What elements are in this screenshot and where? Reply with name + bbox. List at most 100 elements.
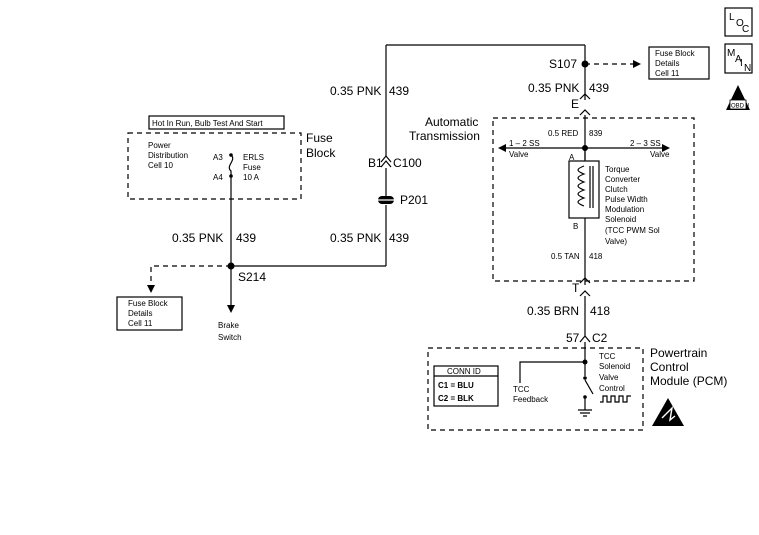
conn-id-c2: C2 = BLK [438,394,474,403]
splice-s214-label: S214 [238,270,266,284]
connector-c2-label: C2 [592,331,608,345]
fuse-details-left-arrow-icon [147,285,155,293]
wire-tcc-feedback [519,361,585,383]
wire-fuse-out-gauge: 0.35 PNK [172,231,223,245]
wire-brn-gauge: 0.35 BRN [527,304,579,318]
main-letter-n: N [744,63,751,74]
pcm: Powertrain Control Module (PCM) CONN ID … [427,342,727,431]
feedback-label-1: TCC [513,385,530,394]
connector-t-icon[interactable] [579,277,591,297]
wire-top-right-circuit: 439 [589,81,609,95]
connector-t-label: T [572,281,580,295]
loc-letter-o: O [736,18,744,29]
wire-mid-circuit: 439 [389,231,409,245]
fuse-block-title-1: Fuse [306,131,333,145]
pdc-line-3: Cell 10 [148,161,173,170]
brake-label-2: Switch [218,333,242,342]
fuse-details-left-3: Cell 11 [128,319,153,328]
ss23-label-2: Valve [650,150,670,159]
control-label-3: Valve [599,373,619,382]
transmission-outline [492,117,695,282]
tcc-label-3: Clutch [605,185,628,194]
pdc-line-1: Power [148,141,171,150]
ss12-label-2: Valve [509,150,529,159]
wire-brn-circuit: 418 [590,304,610,318]
connector-c2-pin: 57 [566,331,580,345]
fuse-details-right-3: Cell 11 [655,69,680,78]
fuse-details-left-1: Fuse Block [128,299,169,308]
wire-red-gauge: 0.5 RED [548,129,578,138]
obd-ii-label: OBD II [731,104,749,110]
fuse-word: Fuse [243,163,261,172]
fuse-block: Hot In Run, Bulb Test And Start Fuse Blo… [127,115,336,200]
control-label-2: Solenoid [599,362,630,371]
control-label-1: TCC [599,352,616,361]
brake-label-1: Brake [218,321,239,330]
ss23-arrow-icon [662,144,670,152]
main-legend-icon[interactable]: M A I N [724,43,753,74]
conn-id-table: CONN ID C1 = BLU C2 = BLK [433,365,499,407]
tcc-label-7: (TCC PWM Sol [605,226,660,235]
fuse-details-left-2: Details [128,309,152,318]
conn-id-header: CONN ID [447,367,481,376]
pdc-line-2: Distribution [148,151,188,160]
tcc-solenoid-box[interactable] [568,160,600,219]
fuse-icon [228,154,234,176]
fuse-block-title-2: Block [306,146,336,160]
tcc-label-6: Solenoid [605,215,636,224]
pwm-signal-icon [600,395,631,403]
connector-c100-label: C100 [393,156,422,170]
ground-icon [578,409,592,417]
tcc-label-2: Converter [605,175,640,184]
connector-p201-label: P201 [400,193,428,207]
loc-legend-icon[interactable]: L O C [724,7,753,37]
wire-s214-to-fuse-details[interactable] [150,265,231,285]
fuse-name: ERLS [243,153,264,162]
splice-s107-label: S107 [549,57,577,71]
fuse-details-right-box[interactable] [648,46,710,80]
pcm-outline [427,347,644,431]
wire-top-right-gauge: 0.35 PNK [528,81,579,95]
wire-top-left-gauge: 0.35 PNK [330,84,381,98]
fuse-details-left-box[interactable] [116,296,183,331]
fuse-block-outline [127,132,302,200]
fuse-details-right-2: Details [655,59,679,68]
wire-fuse-out-circuit: 439 [236,231,256,245]
pcm-title-3: Module (PCM) [650,374,727,388]
wire-tan-circuit: 418 [589,252,603,261]
switch-contact-top [583,376,587,380]
main-letter-a: A [735,54,742,65]
main-letter-i: I [740,58,743,69]
transmission-title-1: Automatic [425,115,478,129]
connector-c2-icon[interactable] [579,335,591,343]
fuse-details-right-arrow-icon [633,60,641,68]
main-letter-m: M [727,48,735,59]
wire-mid-gauge: 0.35 PNK [330,231,381,245]
pin-a4: A4 [213,173,223,182]
ss23-label-1: 2 – 3 SS [630,139,661,148]
tcc-label-4: Pulse Width [605,195,648,204]
loc-letter-l: L [729,12,735,23]
transmission-title-2: Transmission [409,129,480,143]
fuse-rating: 10 A [243,173,260,182]
connector-e-icon[interactable] [579,93,591,116]
connector-c100-pin: B1 [368,156,383,170]
conn-id-c1: C1 = BLU [438,381,474,390]
loc-letter-c: C [742,24,749,35]
tcc-label-8: Valve) [605,237,627,246]
solenoid-coil-icon [577,165,586,207]
obd-ii-icon: OBD II [726,85,750,110]
conn-id-box [433,365,499,407]
ss12-arrow-icon [498,144,506,152]
connector-e-label: E [571,97,579,111]
wire-top-left-circuit: 439 [389,84,409,98]
pin-b-label: B [573,222,578,231]
automatic-transmission: Automatic Transmission 0.5 RED 839 1 – 2… [409,115,695,285]
fuse-block-header-box [148,115,285,130]
fuse-block-header: Hot In Run, Bulb Test And Start [152,119,263,128]
pcm-title-2: Control [650,360,689,374]
esd-warning-icon [652,398,684,426]
switch-blade-icon [584,379,594,395]
wire-red-circuit: 839 [589,129,603,138]
tcc-label-5: Modulation [605,205,644,214]
